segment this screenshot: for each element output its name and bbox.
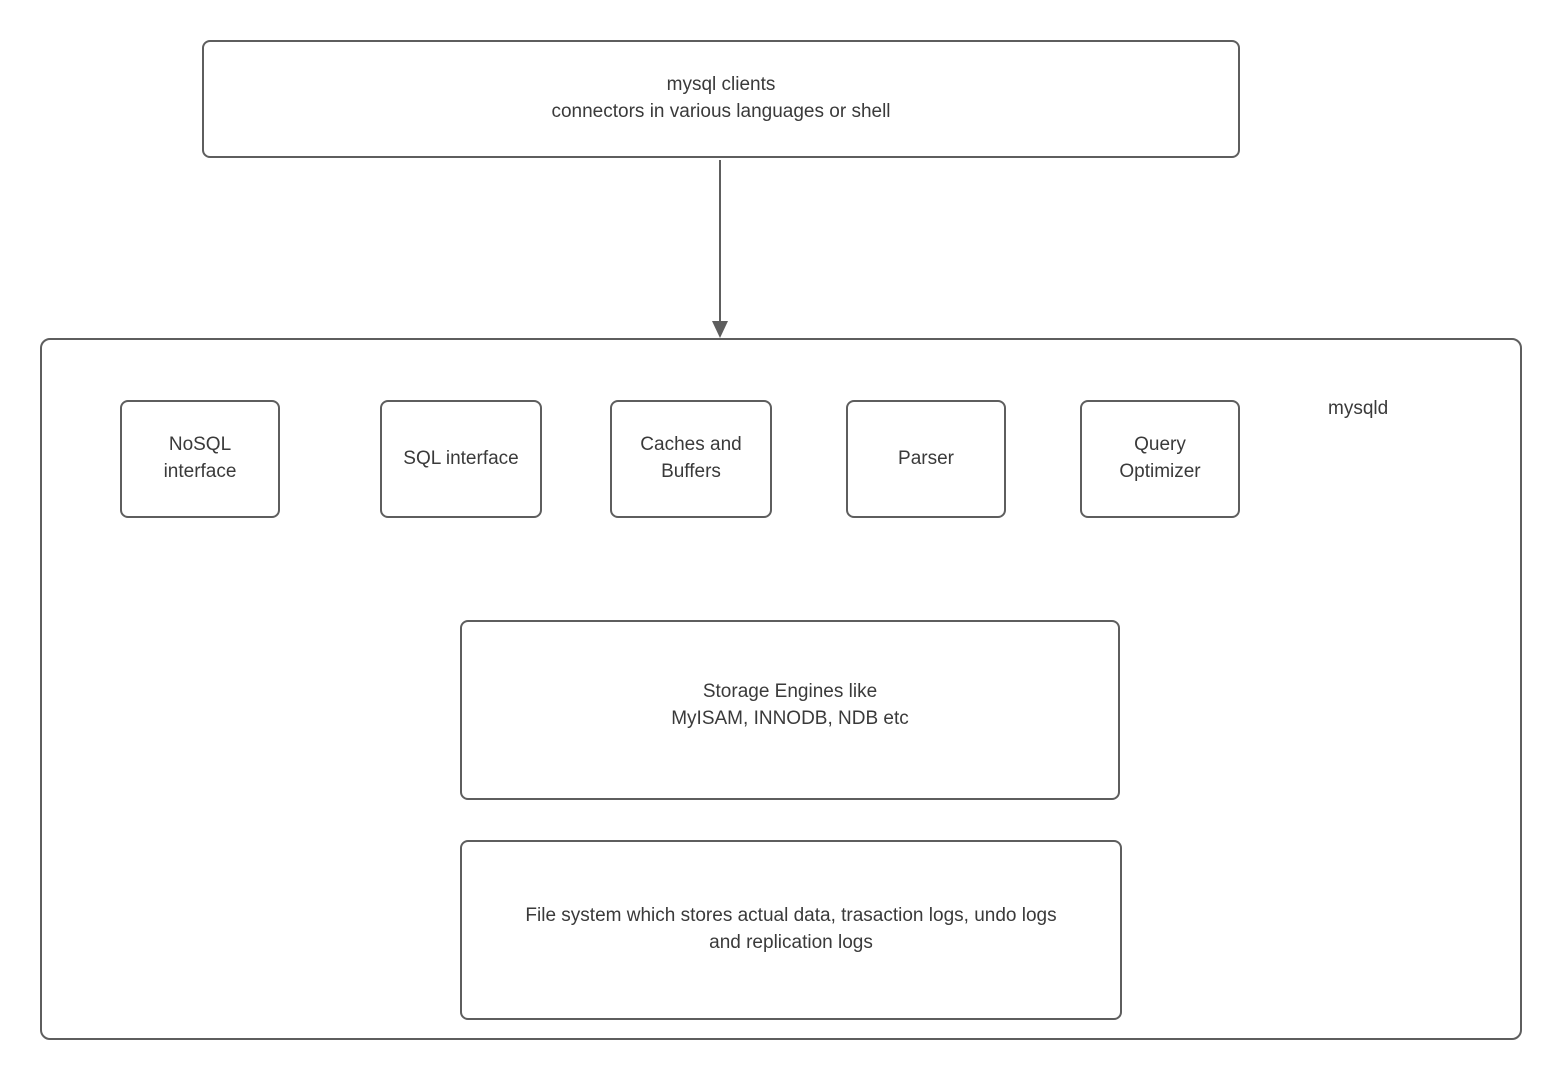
storage-engines-node: Storage Engines like MyISAM, INNODB, NDB… xyxy=(460,620,1120,800)
file-system-node: File system which stores actual data, tr… xyxy=(460,840,1122,1020)
caches-and-buffers-label: Caches and Buffers xyxy=(640,434,742,482)
sql-interface-label: SQL interface xyxy=(403,447,519,469)
file-system-label: File system which stores actual data, tr… xyxy=(525,905,1057,953)
nosql-interface-label: NoSQL interface xyxy=(163,434,237,482)
clients-to-mysqld-connector-line xyxy=(719,160,721,322)
parser-label: Parser xyxy=(898,447,954,469)
mysqld-container-node: mysqld NoSQL interface SQL interface Cac… xyxy=(40,338,1522,1040)
query-optimizer-label: Query Optimizer xyxy=(1119,434,1201,482)
component-node-query-optimizer: Query Optimizer xyxy=(1080,400,1240,518)
component-node-parser: Parser xyxy=(846,400,1006,518)
mysqld-label: mysqld xyxy=(1328,398,1389,419)
component-node-sql-interface: SQL interface xyxy=(380,400,542,518)
component-node-nosql-interface: NoSQL interface xyxy=(120,400,280,518)
arrow-down-icon xyxy=(712,321,728,338)
mysql-clients-label: mysql clients connectors in various lang… xyxy=(551,74,891,122)
mysql-clients-node: mysql clients connectors in various lang… xyxy=(202,40,1240,158)
component-node-caches-and-buffers: Caches and Buffers xyxy=(610,400,772,518)
storage-engines-label: Storage Engines like MyISAM, INNODB, NDB… xyxy=(671,681,909,729)
